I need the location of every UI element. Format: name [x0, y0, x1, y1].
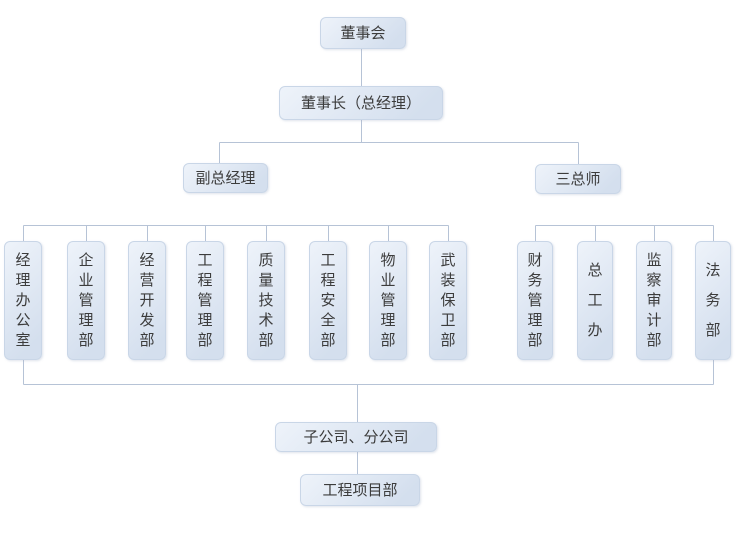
node-subsidiaries-branches: 子公司、分公司 [275, 422, 437, 452]
connector-right-children [535, 225, 714, 241]
node-armed-security-dept: 武装保卫部 [429, 241, 467, 360]
node-three-chiefs: 三总师 [535, 164, 621, 194]
connector-bottom-bus [23, 360, 714, 422]
node-chief-engineer-office: 总工办 [577, 241, 613, 360]
node-board-of-directors: 董事会 [320, 17, 406, 49]
node-quality-tech-dept: 质量技术部 [247, 241, 285, 360]
node-engineering-mgmt-dept: 工程管理部 [186, 241, 224, 360]
connector-left-children [23, 225, 449, 241]
node-property-mgmt-dept: 物业管理部 [369, 241, 407, 360]
node-enterprise-mgmt-dept: 企业管理部 [67, 241, 105, 360]
node-business-dev-dept: 经营开发部 [128, 241, 166, 360]
node-legal-dept: 法务部 [695, 241, 731, 360]
node-manager-office: 经理办公室 [4, 241, 42, 360]
node-deputy-gm: 副总经理 [183, 163, 268, 193]
node-supervision-audit-dept: 监察审计部 [636, 241, 672, 360]
node-chairman-gm: 董事长（总经理） [279, 86, 443, 120]
node-engineering-safety-dept: 工程安全部 [309, 241, 347, 360]
node-finance-mgmt-dept: 财务管理部 [517, 241, 553, 360]
node-engineering-project-dept: 工程项目部 [300, 474, 420, 506]
